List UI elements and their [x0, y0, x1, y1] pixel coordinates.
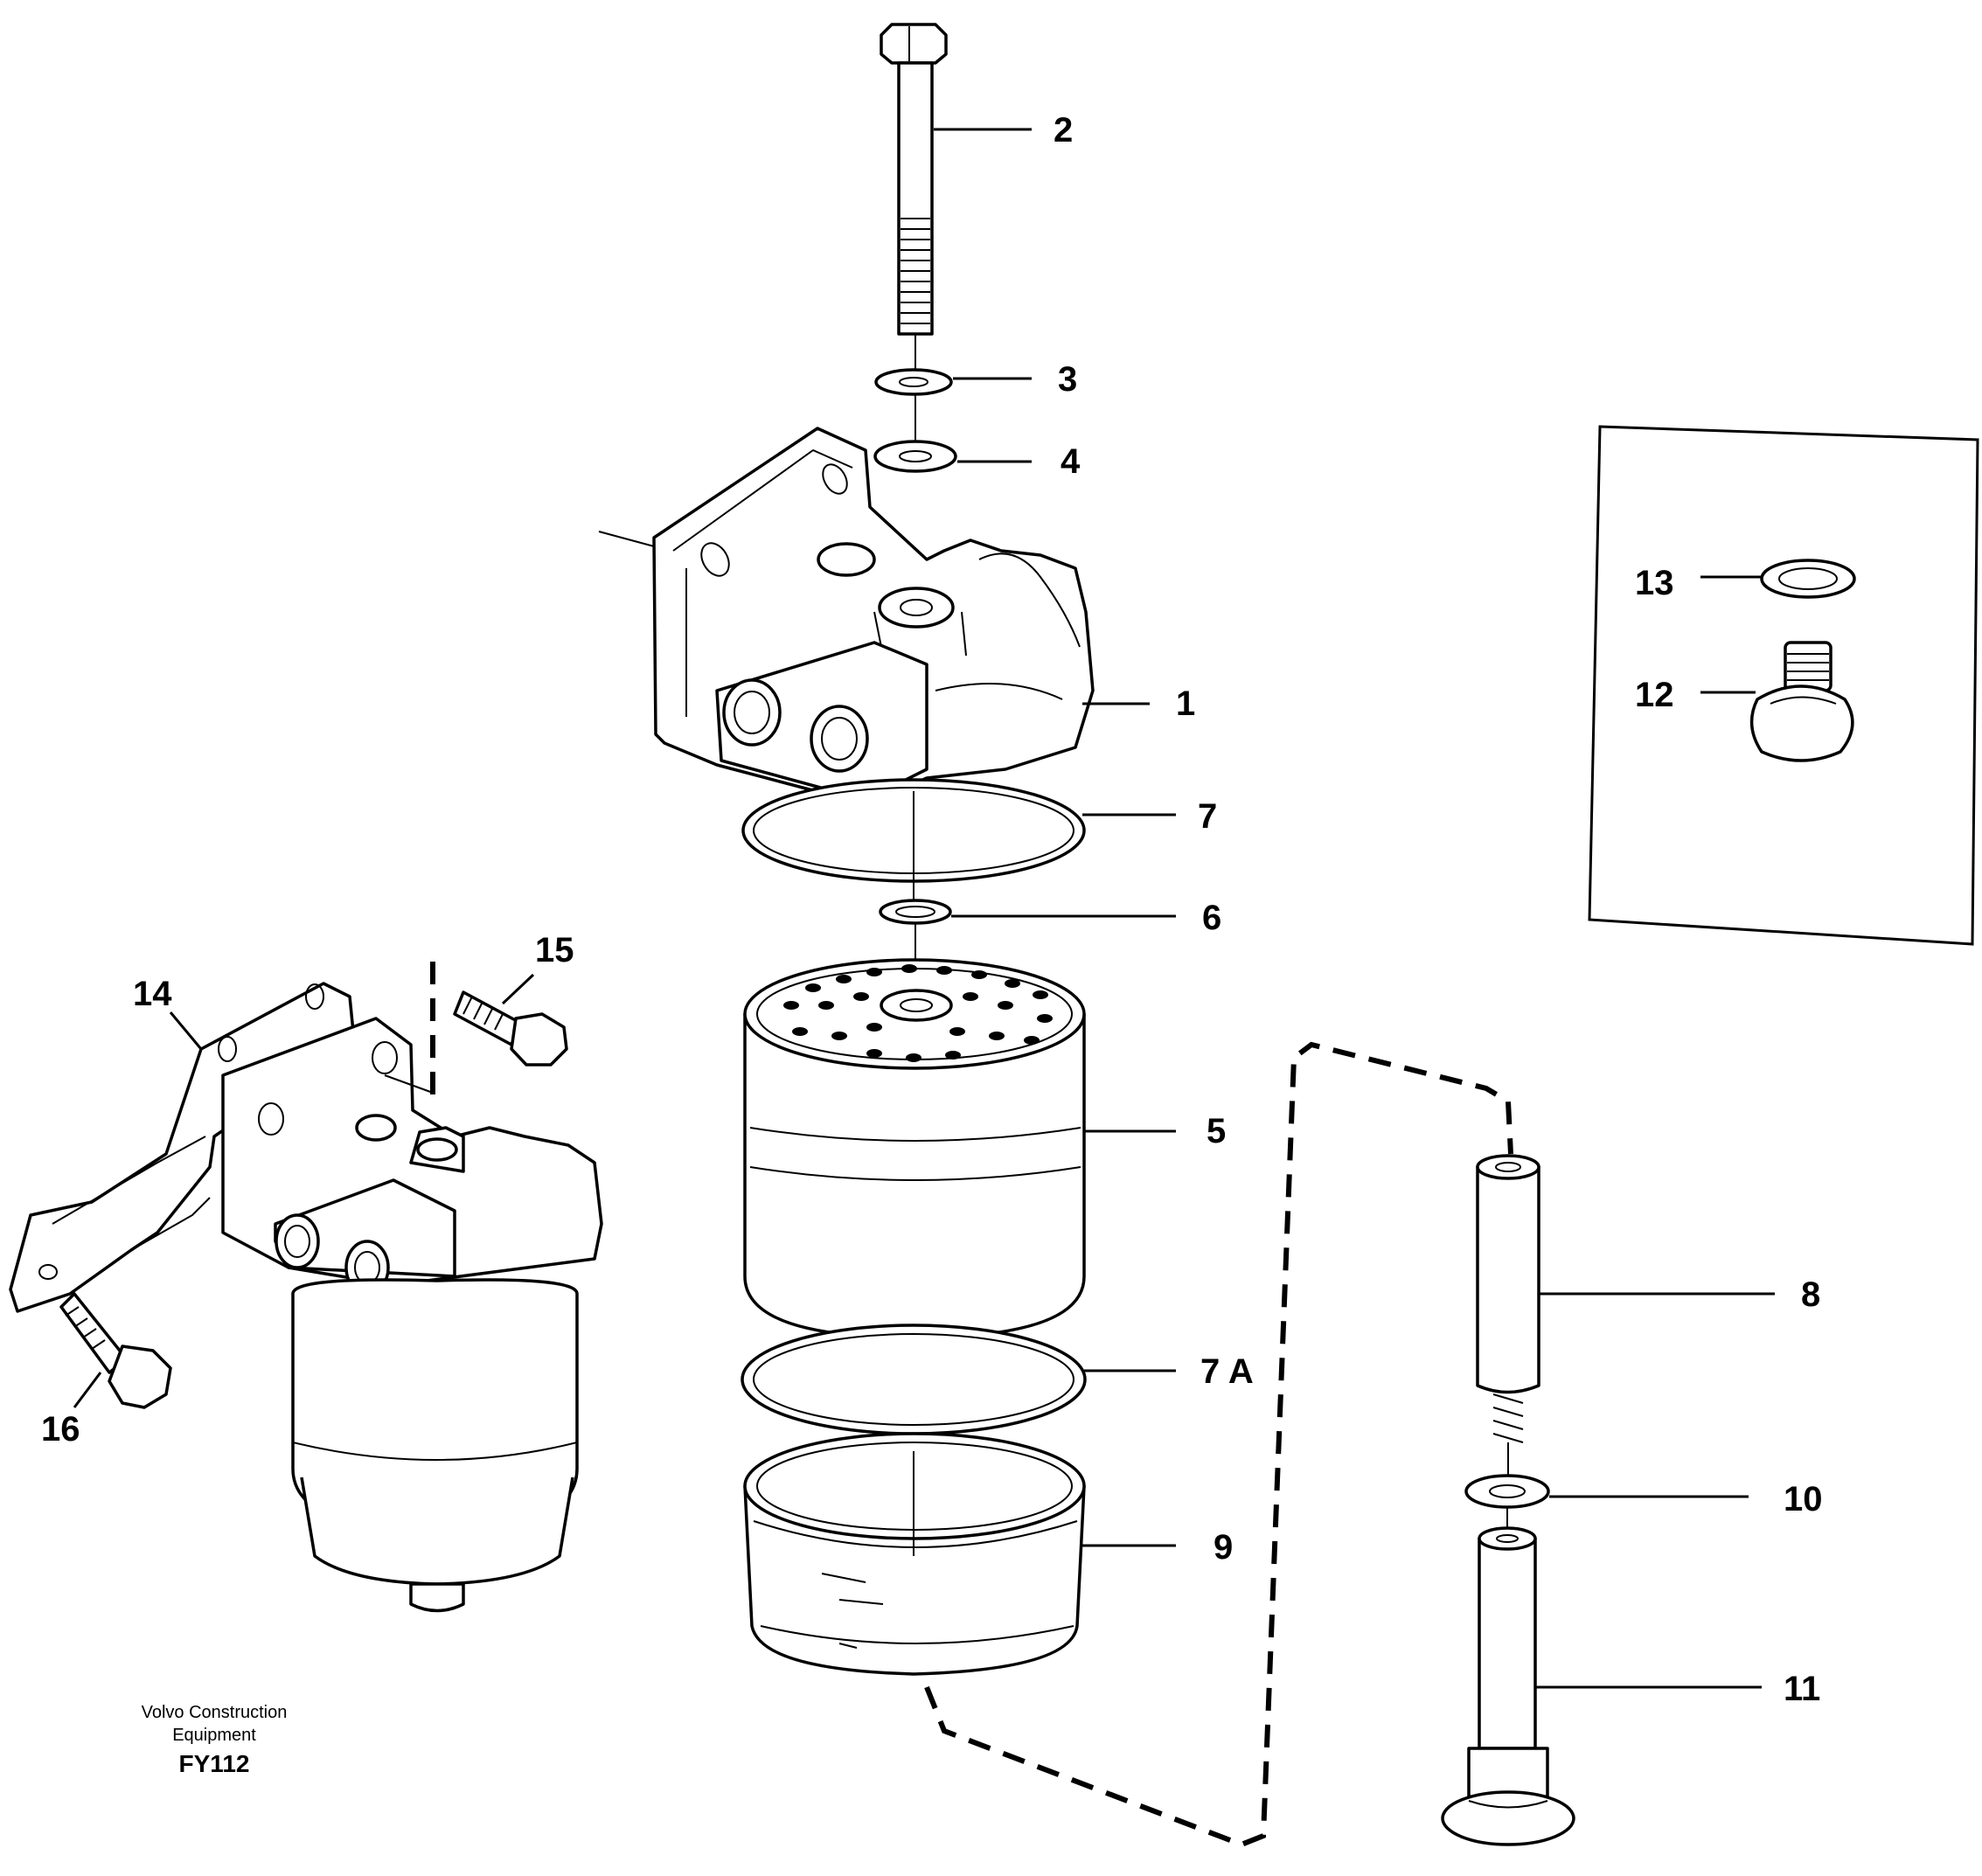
filter-head-part-1: [598, 427, 1095, 806]
seal-ring-part-7a: [741, 1324, 1087, 1435]
filter-bowl-part-9: [743, 1432, 1086, 1676]
plug-part-12: [1749, 641, 1854, 762]
callout-7a: 7 A: [1200, 1352, 1254, 1391]
callout-1: 1: [1176, 684, 1195, 723]
drain-pin-part-11: [1441, 1526, 1575, 1846]
callout-4: 4: [1061, 442, 1081, 481]
callout-3: 3: [1058, 360, 1077, 399]
filter-assembly-variant: [9, 962, 603, 1613]
caption-line-2: Equipment: [172, 1726, 256, 1745]
callout-2: 2: [1054, 111, 1073, 149]
washer-part-13: [1760, 559, 1856, 599]
callout-7: 7: [1198, 797, 1217, 836]
callout-16: 16: [41, 1410, 80, 1449]
callout-5: 5: [1207, 1112, 1226, 1150]
callout-12: 12: [1635, 676, 1674, 714]
callout-10: 10: [1784, 1480, 1823, 1518]
caption-line-1: Volvo Construction: [142, 1703, 288, 1722]
bolt-part-2: [880, 23, 948, 376]
callout-14: 14: [133, 975, 172, 1013]
callout-11: 11: [1784, 1670, 1820, 1708]
callout-8: 8: [1801, 1275, 1820, 1314]
bolt-part-15: [453, 990, 568, 1067]
callout-9: 9: [1214, 1528, 1233, 1567]
bolt-part-16: [59, 1292, 172, 1409]
inset-box: [1588, 425, 1979, 946]
seal-ring-part-7: [741, 778, 1086, 900]
assembly-dashed-line: [924, 1041, 1513, 1848]
washer-part-4: [873, 440, 957, 473]
callout-13: 13: [1635, 564, 1674, 602]
leader-lines: [73, 128, 1775, 1689]
figure-code: FY112: [179, 1750, 250, 1777]
washer-part-3: [874, 368, 953, 396]
callout-6: 6: [1202, 899, 1221, 937]
callout-15: 15: [535, 931, 574, 969]
sleeve-part-8: [1476, 1154, 1540, 1477]
washer-part-10: [1464, 1474, 1550, 1539]
